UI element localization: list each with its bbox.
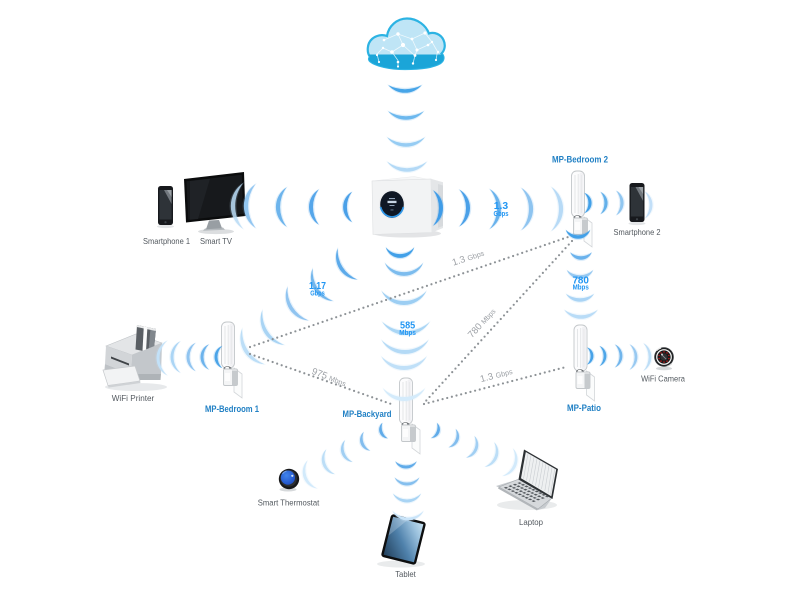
svg-text:Smartphone 1: Smartphone 1	[143, 236, 190, 246]
svg-text:1.3: 1.3	[494, 201, 509, 212]
svg-text:MP-Bedroom 2: MP-Bedroom 2	[552, 155, 608, 165]
svg-text:Smart TV: Smart TV	[200, 236, 232, 246]
svg-text:Gbps: Gbps	[310, 289, 325, 298]
svg-text:Smartphone 2: Smartphone 2	[614, 227, 661, 237]
svg-text:Smart Thermostat: Smart Thermostat	[258, 498, 320, 508]
svg-text:1.17: 1.17	[309, 281, 326, 292]
svg-text:WiFi Camera: WiFi Camera	[641, 374, 685, 384]
svg-text:Mbps: Mbps	[399, 328, 416, 337]
svg-text:WiFi Printer: WiFi Printer	[112, 393, 155, 403]
svg-text:585: 585	[400, 321, 416, 332]
svg-text:MP-Backyard: MP-Backyard	[343, 409, 392, 419]
svg-text:Gbps: Gbps	[494, 209, 509, 218]
svg-text:Mbps: Mbps	[573, 283, 589, 292]
svg-text:MP-Bedroom 1: MP-Bedroom 1	[205, 404, 259, 414]
svg-text:MP-Patio: MP-Patio	[567, 403, 601, 413]
svg-text:780: 780	[572, 276, 589, 287]
svg-text:Tablet: Tablet	[395, 569, 416, 579]
svg-text:Laptop: Laptop	[519, 517, 543, 527]
